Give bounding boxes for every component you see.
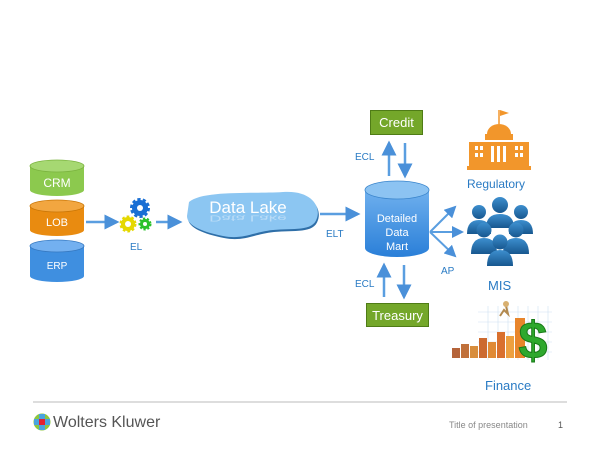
data-lake-shape: Data Lake Data Lake (187, 191, 319, 240)
finance-growth-chart-icon: $ (452, 301, 552, 370)
crm-cylinder: CRM (29, 159, 85, 196)
lob-label: LOB (46, 217, 68, 229)
data-lake-label: Data Lake (209, 198, 287, 217)
ap-label: AP (441, 266, 455, 277)
ecl-top-label: ECL (355, 152, 375, 163)
ecl-bottom-label: ECL (355, 279, 375, 290)
page-number: 1 (558, 420, 564, 430)
lob-cylinder: LOB (29, 199, 85, 236)
data-mart-line1: Detailed (377, 213, 417, 225)
presentation-title: Title of presentation (449, 420, 528, 430)
source-databases: CRM LOB ERP (29, 159, 85, 282)
wolters-kluwer-logo-icon (33, 413, 51, 431)
crm-label: CRM (43, 176, 70, 190)
footer-divider (33, 401, 567, 403)
treasury-box: Treasury (366, 303, 429, 327)
elt-label: ELT (326, 229, 344, 240)
arrow-mart-to-regulatory (429, 205, 457, 233)
arrow-mart-to-finance (429, 231, 457, 258)
company-name: Wolters Kluwer (53, 414, 161, 431)
data-mart-cylinder: Detailed Data Mart (364, 180, 430, 257)
erp-label: ERP (47, 261, 68, 272)
regulatory-label: Regulatory (467, 177, 526, 191)
gears-icon (119, 198, 152, 233)
mis-label: MIS (488, 278, 512, 293)
data-mart-line2: Data (385, 227, 409, 239)
government-building-icon (467, 110, 531, 170)
erp-cylinder: ERP (29, 239, 85, 282)
el-label: EL (130, 242, 143, 253)
credit-box: Credit (370, 110, 423, 135)
data-lake-reflection: Data Lake (209, 214, 286, 223)
people-group-icon (467, 197, 533, 266)
svg-text:$: $ (519, 312, 548, 370)
finance-label: Finance (485, 378, 532, 393)
data-mart-line3: Mart (386, 241, 408, 253)
